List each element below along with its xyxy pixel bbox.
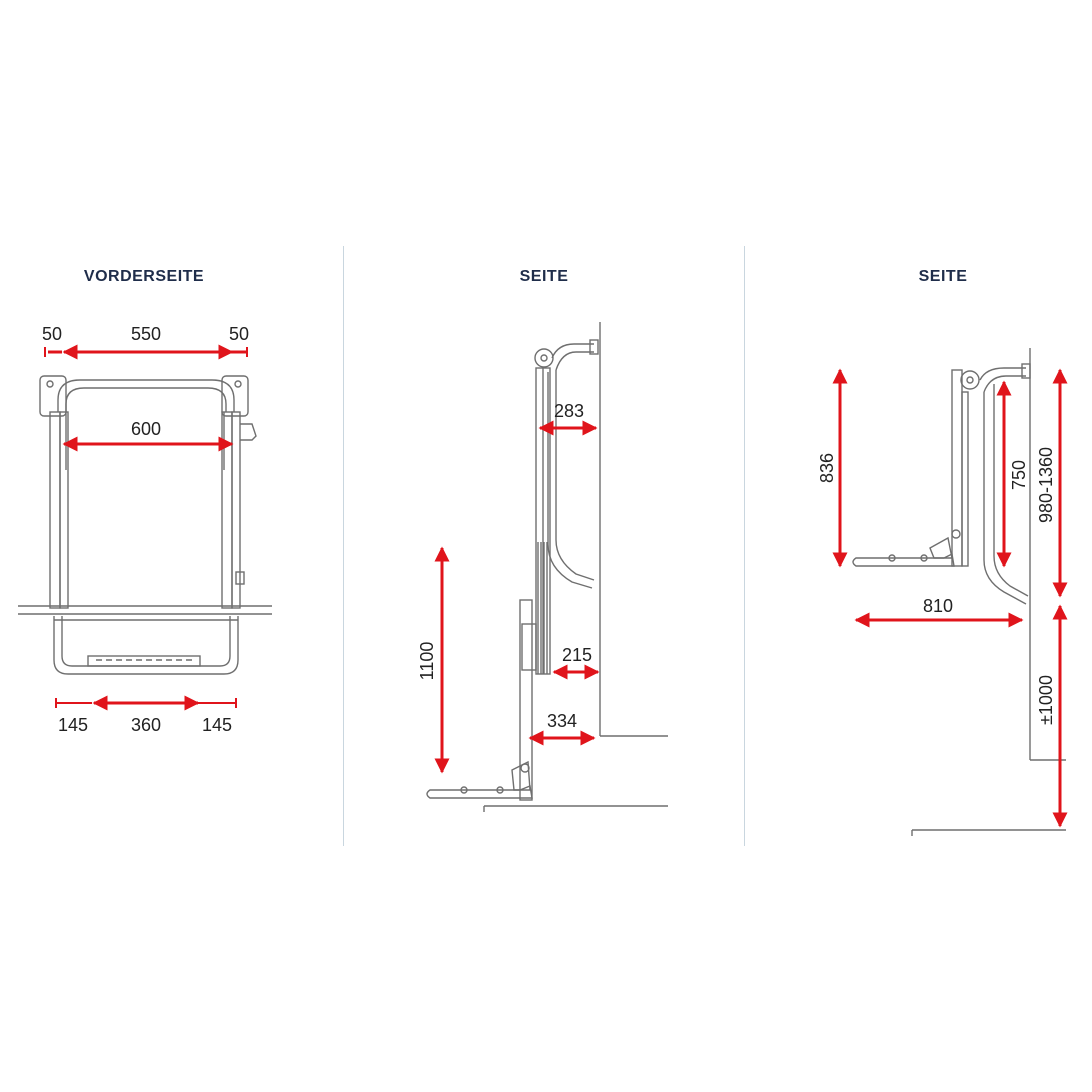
label-215: 215 <box>562 645 592 665</box>
label-980-1360: 980-1360 <box>1036 447 1056 523</box>
label-360: 360 <box>131 715 161 735</box>
side-view-2-drawing <box>852 348 1066 836</box>
label-334: 334 <box>547 711 577 731</box>
label-600: 600 <box>131 419 161 439</box>
side-1-dimensions <box>434 420 600 774</box>
panel-divider-left <box>343 246 344 846</box>
label-left-50: 50 <box>42 324 62 344</box>
panel-title-side-1: SEITE <box>519 268 569 285</box>
label-836: 836 <box>817 453 837 483</box>
label-750: 750 <box>1009 460 1029 490</box>
label-right-50: 50 <box>229 324 249 344</box>
label-283: 283 <box>554 401 584 421</box>
label-810: 810 <box>923 596 953 616</box>
side-1-dimension-labels: 283 1100 215 334 <box>417 401 592 731</box>
panel-divider-right <box>744 246 745 846</box>
front-dimension-labels: 50 550 50 600 145 360 145 <box>42 324 249 735</box>
label-550: 550 <box>131 324 161 344</box>
panel-title-side-2: SEITE <box>918 268 968 285</box>
label-bottom-left-145: 145 <box>58 715 88 735</box>
front-dimensions <box>44 344 248 711</box>
panel-title-front: VORDERSEITE <box>83 268 205 285</box>
label-bottom-right-145: 145 <box>202 715 232 735</box>
side-2-dimensions <box>832 368 1068 828</box>
label-1100: 1100 <box>417 642 437 681</box>
side-2-dimension-labels: 836 750 980-1360 810 ±1000 <box>817 447 1056 725</box>
label-1000: ±1000 <box>1036 675 1056 725</box>
side-view-1-drawing <box>426 322 668 812</box>
